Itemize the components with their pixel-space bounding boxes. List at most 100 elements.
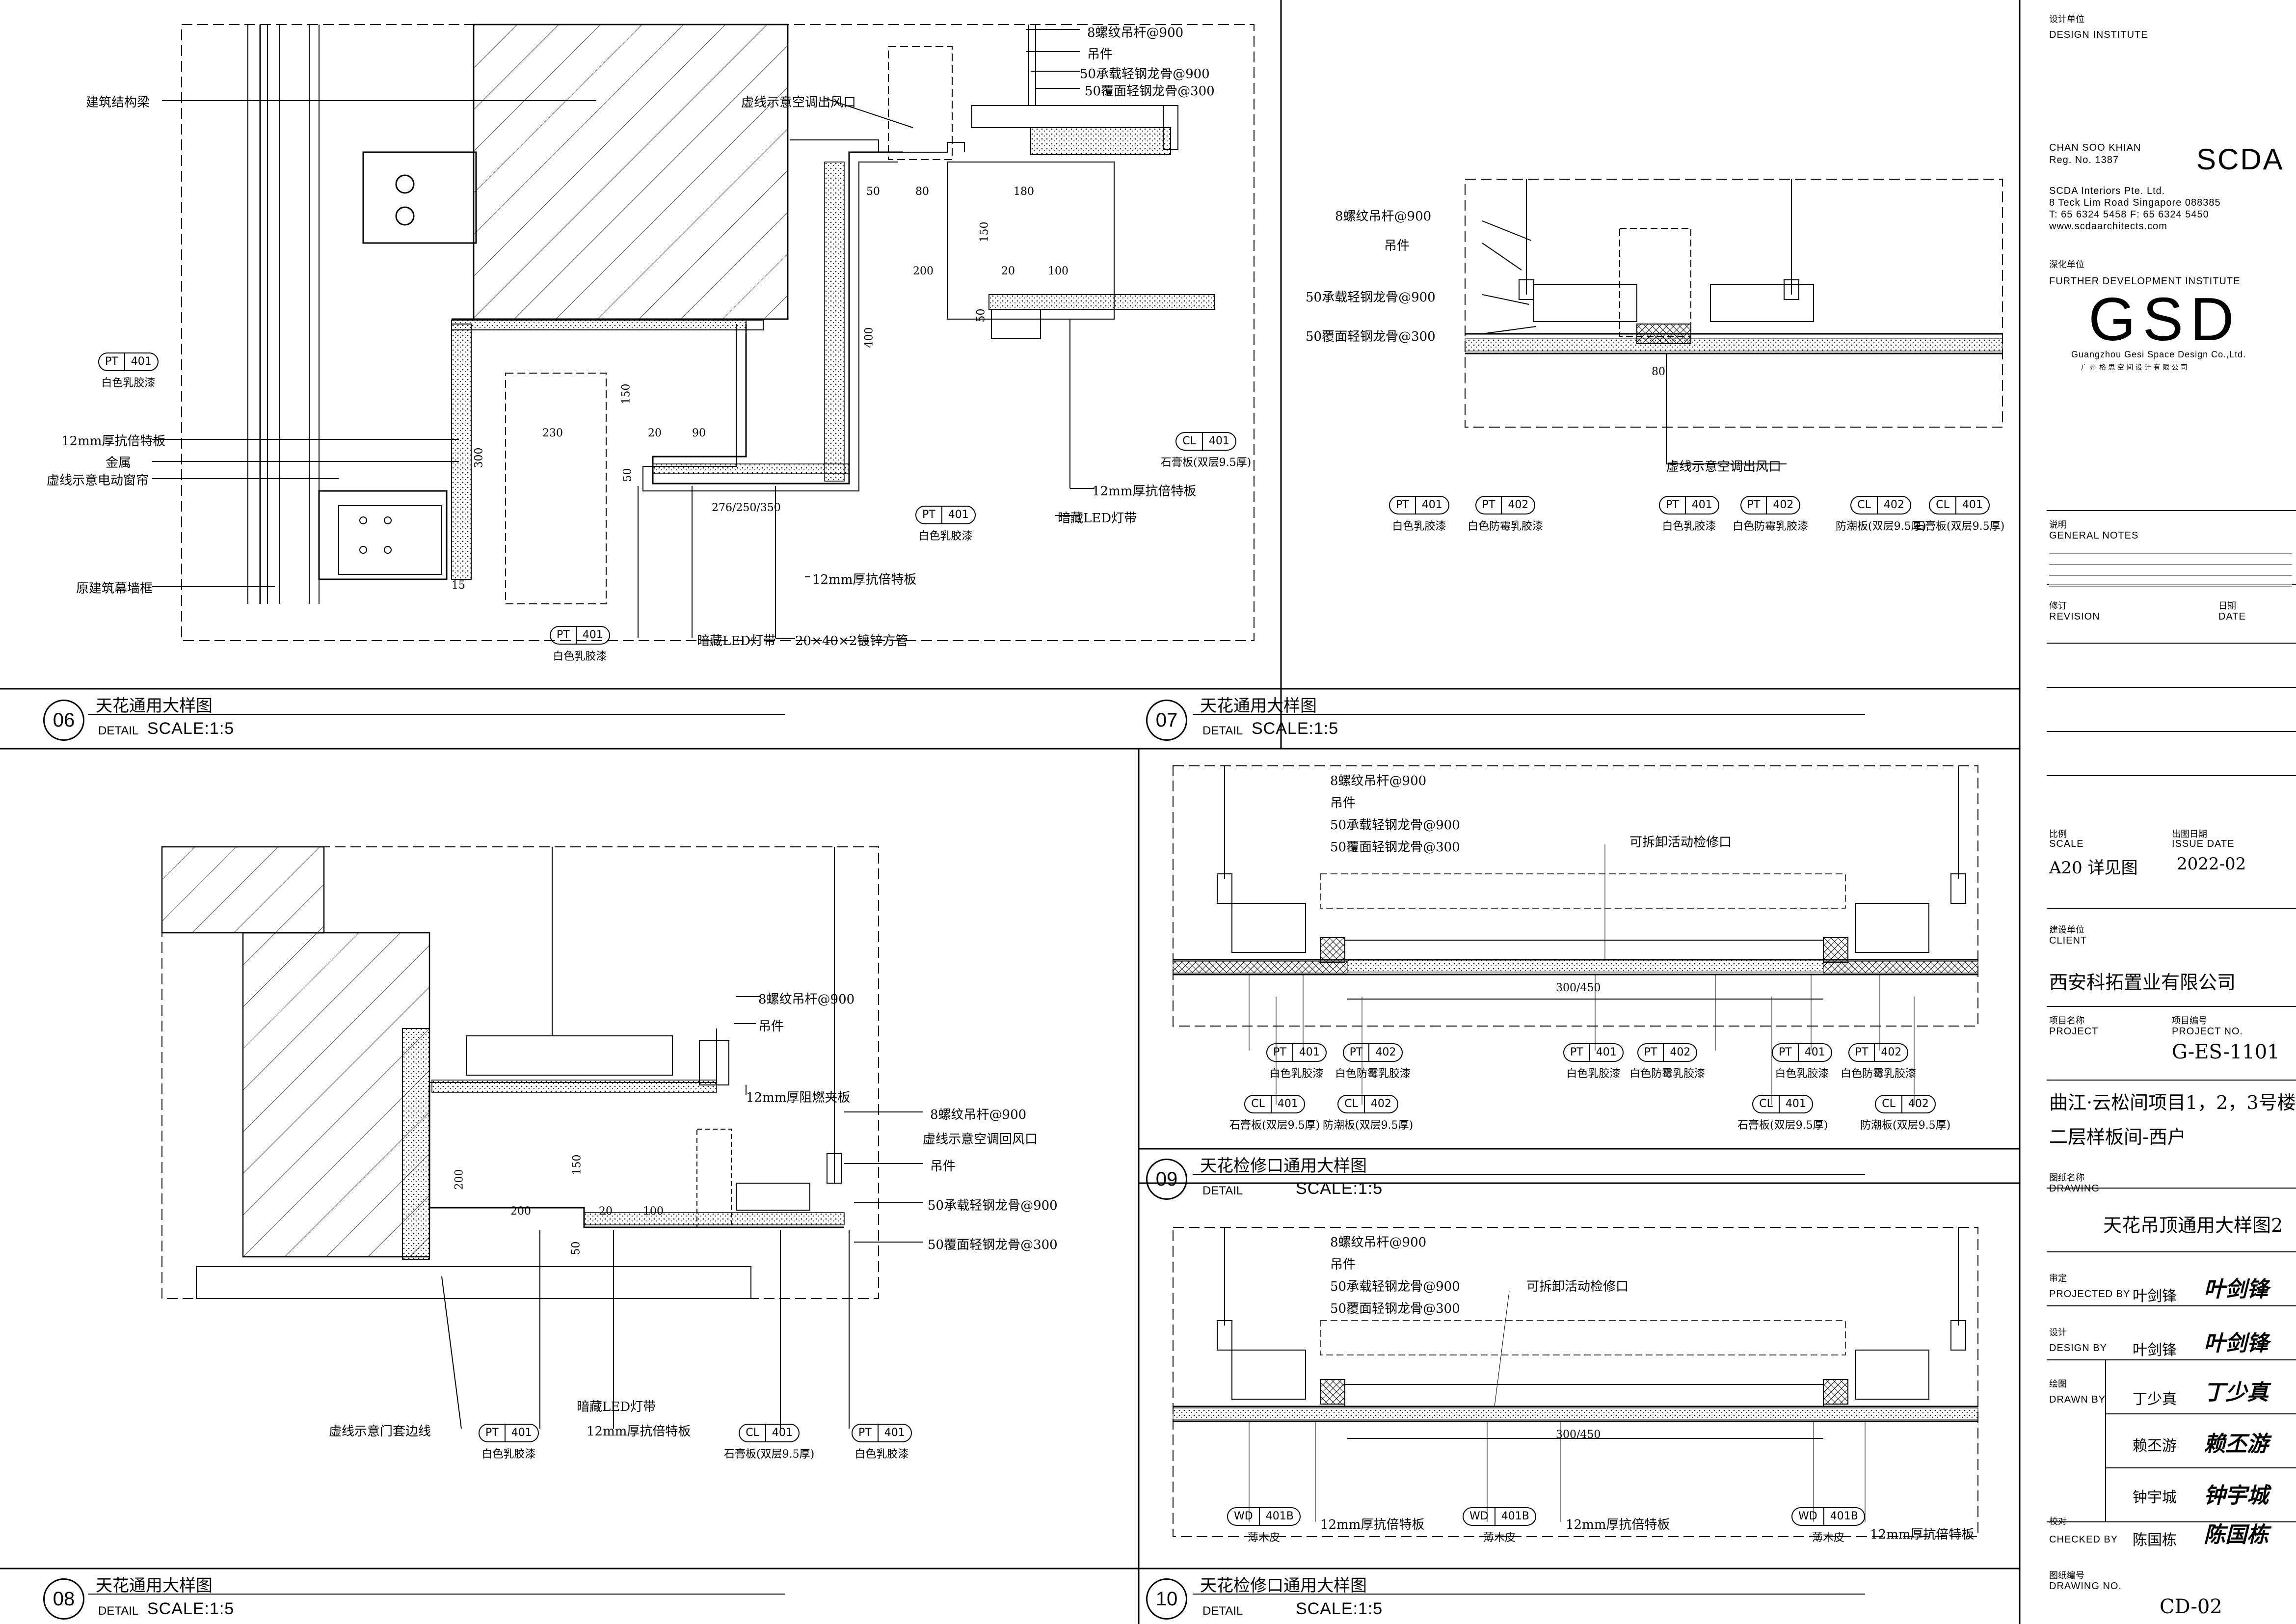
detail-scale: SCALE:1:5 — [147, 1599, 235, 1618]
label-cover-keel: 50覆面轻钢龙骨@300 — [928, 1238, 1058, 1252]
dim: 230 — [542, 427, 563, 439]
detail-scale: SCALE:1:5 — [1252, 719, 1339, 738]
detail-label: DETAIL — [1202, 1184, 1243, 1197]
drawn-by-value-2: 赖丕游 — [2133, 1437, 2177, 1455]
drawn-by-en: DRAWN BY — [2049, 1394, 2106, 1405]
dim: 150 — [620, 383, 633, 405]
label-led: 暗藏LED灯带 — [577, 1400, 656, 1414]
detail-label: DETAIL — [98, 1604, 139, 1618]
label-hanger: 吊件 — [758, 1019, 784, 1034]
signature-design: 叶剑锋 — [2204, 1331, 2269, 1356]
dim: 150 — [978, 221, 991, 243]
label-rod: 8螺纹吊杆@900 — [1087, 26, 1184, 40]
label-main-keel: 50承载轻钢龙骨@900 — [1330, 1279, 1460, 1294]
drawing-cn: 图纸名称 — [2049, 1173, 2084, 1183]
date-cn: 日期 — [2218, 601, 2236, 611]
detail-number: 08 — [43, 1578, 84, 1620]
detail-number: 06 — [43, 700, 84, 741]
label-board-3: 12mm厚抗倍特板 — [812, 572, 917, 587]
dim: 180 — [1014, 186, 1034, 198]
dim: 50 — [621, 468, 634, 482]
label-cover-keel: 50覆面轻钢龙骨@300 — [1085, 84, 1215, 99]
dim: 200 — [913, 265, 934, 277]
label-board: 12mm厚抗倍特板 — [587, 1424, 691, 1439]
design-institute-en: DESIGN INSTITUTE — [2049, 29, 2148, 40]
detail-title: 天花检修口通用大样图 — [1200, 1576, 1367, 1596]
label-main-keel: 50承载轻钢龙骨@900 — [1080, 67, 1210, 81]
general-notes-cn: 说明 — [2049, 520, 2067, 530]
scda-logo: SCDA — [2196, 143, 2284, 176]
project-no-value: G-ES-1101 — [2172, 1041, 2280, 1063]
scda-address: 8 Teck Lim Road Singapore 088385 — [2049, 197, 2221, 208]
project-no-cn: 项目编号 — [2172, 1016, 2207, 1026]
label-board: 12mm厚抗倍特板 — [61, 434, 166, 449]
client-value: 西安科拓置业有限公司 — [2049, 972, 2236, 993]
gsd-logo: GSD — [2088, 286, 2241, 353]
label-cover-keel: 50覆面轻钢龙骨@300 — [1330, 840, 1460, 855]
date-en: DATE — [2218, 611, 2246, 622]
dim: 50 — [866, 186, 880, 198]
dim: 400 — [863, 327, 876, 348]
scale-cn: 比例 — [2049, 829, 2067, 839]
label-board-2: 12mm厚抗倍特板 — [1566, 1517, 1670, 1532]
label-cover-keel: 50覆面轻钢龙骨@300 — [1330, 1301, 1460, 1316]
label-led: 暗藏LED灯带 — [1058, 511, 1137, 526]
design-by-cn: 设计 — [2049, 1327, 2067, 1338]
further-dev-cn: 深化单位 — [2049, 260, 2084, 270]
detail-label: DETAIL — [1202, 724, 1243, 737]
scda-phone: T: 65 6324 5458 F: 65 6324 5450 — [2049, 209, 2209, 220]
label-main-keel: 50承载轻钢龙骨@900 — [1306, 290, 1436, 305]
detail-title: 天花通用大样图 — [96, 696, 213, 716]
label-structural-beam: 建筑结构梁 — [86, 95, 150, 110]
label-rod: 8螺纹吊杆@900 — [1335, 209, 1432, 224]
drawn-by-value-3: 钟宇城 — [2133, 1489, 2177, 1506]
label-fire-board: 12mm厚阻燃夹板 — [746, 1090, 851, 1105]
signature-drawn-3: 钟宇城 — [2204, 1483, 2269, 1508]
label-board-2: 12mm厚抗倍特板 — [1092, 484, 1197, 499]
signature-checked: 陈国栋 — [2204, 1522, 2269, 1547]
checked-by-cn: 校对 — [2049, 1516, 2067, 1527]
gsd-company-cn: 广 州 格 思 空 间 设 计 有 限 公 司 — [2081, 364, 2188, 372]
detail-title: 天花检修口通用大样图 — [1200, 1156, 1367, 1176]
architect-name: CHAN SOO KHIAN — [2049, 142, 2141, 153]
label-metal: 金属 — [106, 456, 132, 470]
dim: 200 — [453, 1169, 466, 1190]
label-led-2: 暗藏LED灯带 — [697, 634, 776, 649]
project-en: PROJECT — [2049, 1026, 2099, 1037]
scale-en: SCALE — [2049, 839, 2084, 849]
revision-cn: 修订 — [2049, 601, 2067, 611]
dim: 80 — [1652, 366, 1665, 378]
scale-value: A20 详见图 — [2049, 858, 2138, 878]
dim: 20 — [1001, 265, 1015, 277]
gsd-company-en: Guangzhou Gesi Space Design Co.,Ltd. — [2071, 350, 2246, 359]
label-rod: 8螺纹吊杆@900 — [1330, 1235, 1427, 1250]
revision-en: REVISION — [2049, 611, 2100, 622]
drawing-no-en: DRAWING NO. — [2049, 1581, 2122, 1592]
label-curtain-wall: 原建筑幕墙框 — [76, 581, 153, 596]
reg-no: Reg. No. 1387 — [2049, 155, 2119, 165]
design-by-value: 叶剑锋 — [2133, 1342, 2177, 1359]
checked-by-value: 陈国栋 — [2133, 1532, 2177, 1549]
label-rod-2: 8螺纹吊杆@900 — [930, 1108, 1027, 1122]
issue-date-value: 2022-02 — [2177, 854, 2246, 874]
detail-scale: SCALE:1:5 — [1296, 1179, 1383, 1198]
drawn-by-value-1: 丁少真 — [2133, 1391, 2177, 1408]
label-access-panel: 可拆卸活动检修口 — [1629, 835, 1732, 850]
project-value-1: 曲江·云松间项目1，2，3号楼 — [2049, 1092, 2296, 1113]
label-board: 12mm厚抗倍特板 — [1320, 1517, 1425, 1532]
detail-number: 07 — [1146, 700, 1187, 741]
detail-scale: SCALE:1:5 — [147, 719, 235, 738]
label-main-keel: 50承载轻钢龙骨@900 — [1330, 818, 1460, 833]
